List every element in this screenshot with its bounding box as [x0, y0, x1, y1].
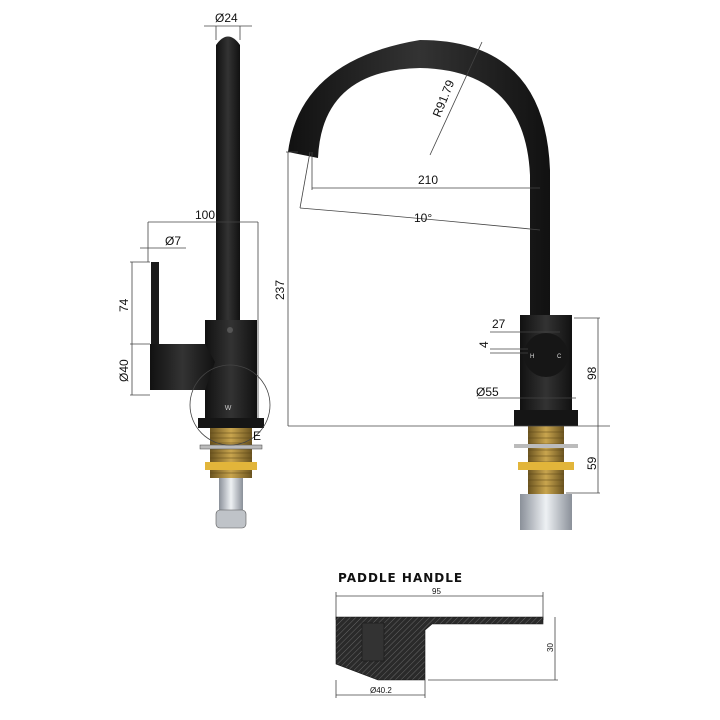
grub-screw-icon [227, 327, 233, 333]
front-view: H C R91.79 210 10° 237 27 4 98 [273, 40, 610, 530]
dim-dia-7: Ø7 [165, 234, 181, 248]
dim-dia-24: Ø24 [215, 11, 238, 25]
watermark-logo-icon: W [225, 405, 232, 412]
paddle-handle-profile [335, 616, 544, 681]
dim-angle-10: 10° [414, 211, 432, 225]
dim-radius: R91.79 [430, 78, 458, 119]
dim-98: 98 [585, 366, 599, 380]
front-thread [528, 426, 564, 496]
paddle-handle-section: PADDLE HANDLE 95 30 Ø40.2 [335, 571, 558, 698]
paddle-handle-title: PADDLE HANDLE [338, 571, 463, 585]
hot-label: H [530, 354, 534, 360]
dim-dia-55: Ø55 [476, 385, 499, 399]
side-spout [216, 36, 240, 322]
dim-59: 59 [585, 456, 599, 470]
dim-4: 4 [477, 341, 491, 348]
dim-dia-40-2: Ø40.2 [370, 686, 392, 695]
dim-210: 210 [418, 173, 438, 187]
side-handle-lever [151, 262, 159, 344]
side-view: W E Ø24 100 Ø7 74 Ø40 [117, 11, 271, 529]
dim-30: 30 [546, 643, 555, 652]
dim-27: 27 [492, 317, 506, 331]
cold-label: C [557, 354, 562, 360]
dim-74: 74 [117, 298, 131, 312]
detail-callout-label: E [253, 429, 261, 443]
dim-237: 237 [273, 280, 287, 300]
dim-dia-40: Ø40 [117, 359, 131, 382]
dim-95: 95 [432, 587, 441, 596]
dim-100: 100 [195, 208, 215, 222]
side-handle-body [150, 344, 215, 390]
handle-disc [524, 333, 568, 377]
